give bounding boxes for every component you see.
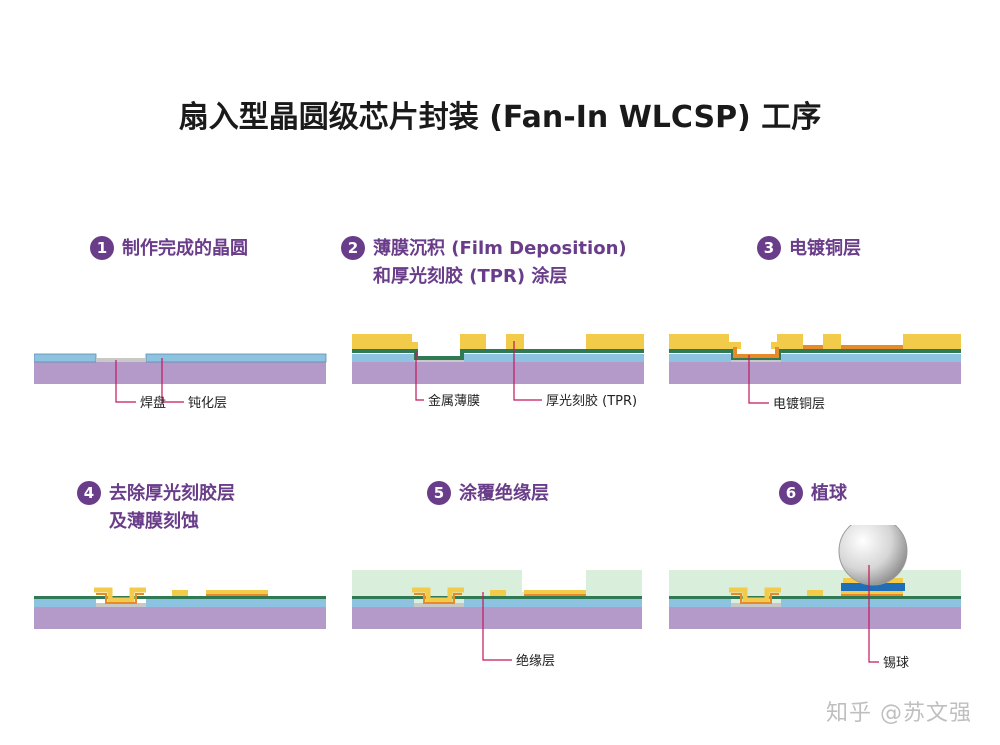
wafer-substrate [34,607,326,629]
label-thick-photoresist: 厚光刻胶 (TPR) [546,393,637,409]
rdl-trace [841,590,903,596]
step-2-title: 2 薄膜沉积 (Film Deposition) 和厚光刻胶 (TPR) 涂层 [341,235,627,291]
step-2-title-text: 薄膜沉积 (Film Deposition) [373,238,627,259]
thick-photoresist [903,334,961,349]
thick-photoresist [669,334,735,349]
passivation-layer [781,599,961,607]
label-solder-ball: 锡球 [883,656,909,671]
rdl-trace [412,587,464,603]
wafer-substrate [352,607,642,629]
wafer-substrate [669,362,961,384]
thick-photoresist [777,334,803,349]
thick-photoresist [735,342,777,349]
metal-film [669,596,961,599]
step-4-number: 4 [77,481,101,505]
metal-film [352,596,642,599]
wafer-substrate [669,607,961,629]
rdl-trace [172,590,188,596]
passivation-layer [146,599,326,607]
rdl-copper [206,594,268,596]
passivation-layer [464,354,644,362]
step-3-title-text: 电镀铜层 [789,238,861,259]
plated-copper [803,345,823,349]
rdl-trace [490,590,506,596]
solder-ball [838,525,908,586]
step-6-diagram: 锡球 [669,525,961,671]
metal-film [352,349,644,360]
rdl-trace [729,587,781,603]
leader-line [161,358,184,403]
rdl-trace [524,590,586,596]
step-4-title-line2: 及薄膜刻蚀 [109,511,199,532]
bond-pad [96,603,146,607]
passivation-layer [352,599,414,607]
thick-photoresist [460,334,486,349]
bond-pad [731,603,781,607]
step-5-diagram: 绝缘层 [352,570,642,669]
plated-copper [733,347,779,358]
rdl-trace [94,587,146,603]
rdl-trace [807,590,823,596]
leader-line [415,351,424,401]
plated-copper [841,345,903,349]
thick-photoresist [586,334,644,349]
label-passivation: 钝化层 [188,396,227,411]
leader-line [115,360,136,403]
step-3-title: 3 电镀铜层 [757,235,861,263]
step-5-number: 5 [427,481,451,505]
passivation-layer [34,599,96,607]
rdl-copper [731,593,779,604]
step-2-diagram: 金属薄膜 厚光刻胶 (TPR) [352,334,644,409]
bond-pad [414,603,464,607]
step-4-title-text: 去除厚光刻胶层 [109,483,235,504]
watermark: 知乎 @苏文强 [826,701,972,726]
wafer-substrate [34,362,326,384]
passivation-layer [145,353,327,363]
leader-line [513,341,542,401]
passivation-layer [781,354,961,362]
step-6-title-text: 植球 [811,483,847,504]
step-1-diagram: 焊盘 钝化层 [34,353,327,411]
rdl-copper [96,593,144,604]
ubm-layer [841,583,905,591]
rdl-copper [841,594,903,596]
thick-photoresist [506,334,524,349]
step-5-title-text: 涂覆绝缘层 [459,483,549,504]
label-metal-film: 金属薄膜 [428,393,480,409]
step-1-number: 1 [90,236,114,260]
step-6-title: 6 植球 [779,480,847,508]
step-2-title-line2: 和厚光刻胶 (TPR) 涂层 [373,266,568,287]
step-3-number: 3 [757,236,781,260]
label-pad: 焊盘 [140,395,166,411]
leader-line [868,565,879,663]
thick-photoresist [352,334,418,349]
label-plated-copper: 电镀铜层 [773,396,825,412]
rdl-copper [414,593,462,604]
label-insulation: 绝缘层 [516,653,555,669]
leader-line [748,355,769,404]
rdl-copper [524,594,586,596]
step-3-diagram: 电镀铜层 [669,334,961,412]
step-4-title: 4 去除厚光刻胶层 及薄膜刻蚀 [77,480,235,536]
passivation-layer [464,599,642,607]
step-5-title: 5 涂覆绝缘层 [427,480,549,508]
leader-line [482,592,512,661]
wafer-substrate [352,362,644,384]
step-6-number: 6 [779,481,803,505]
thick-photoresist [823,334,841,349]
passivation-layer [352,354,414,362]
metal-film [34,596,326,599]
step-1-title: 1 制作完成的晶圆 [90,235,248,263]
step-2-number: 2 [341,236,365,260]
bond-pad [96,358,146,362]
passivation-layer [669,599,731,607]
passivation-layer [669,354,731,362]
rdl-trace [206,590,268,596]
step-1-title-text: 制作完成的晶圆 [122,238,248,259]
passivation-layer [34,353,97,363]
step-4-diagram [34,587,326,629]
page-title: 扇入型晶圆级芯片封装 (Fan-In WLCSP) 工序 [178,100,822,135]
